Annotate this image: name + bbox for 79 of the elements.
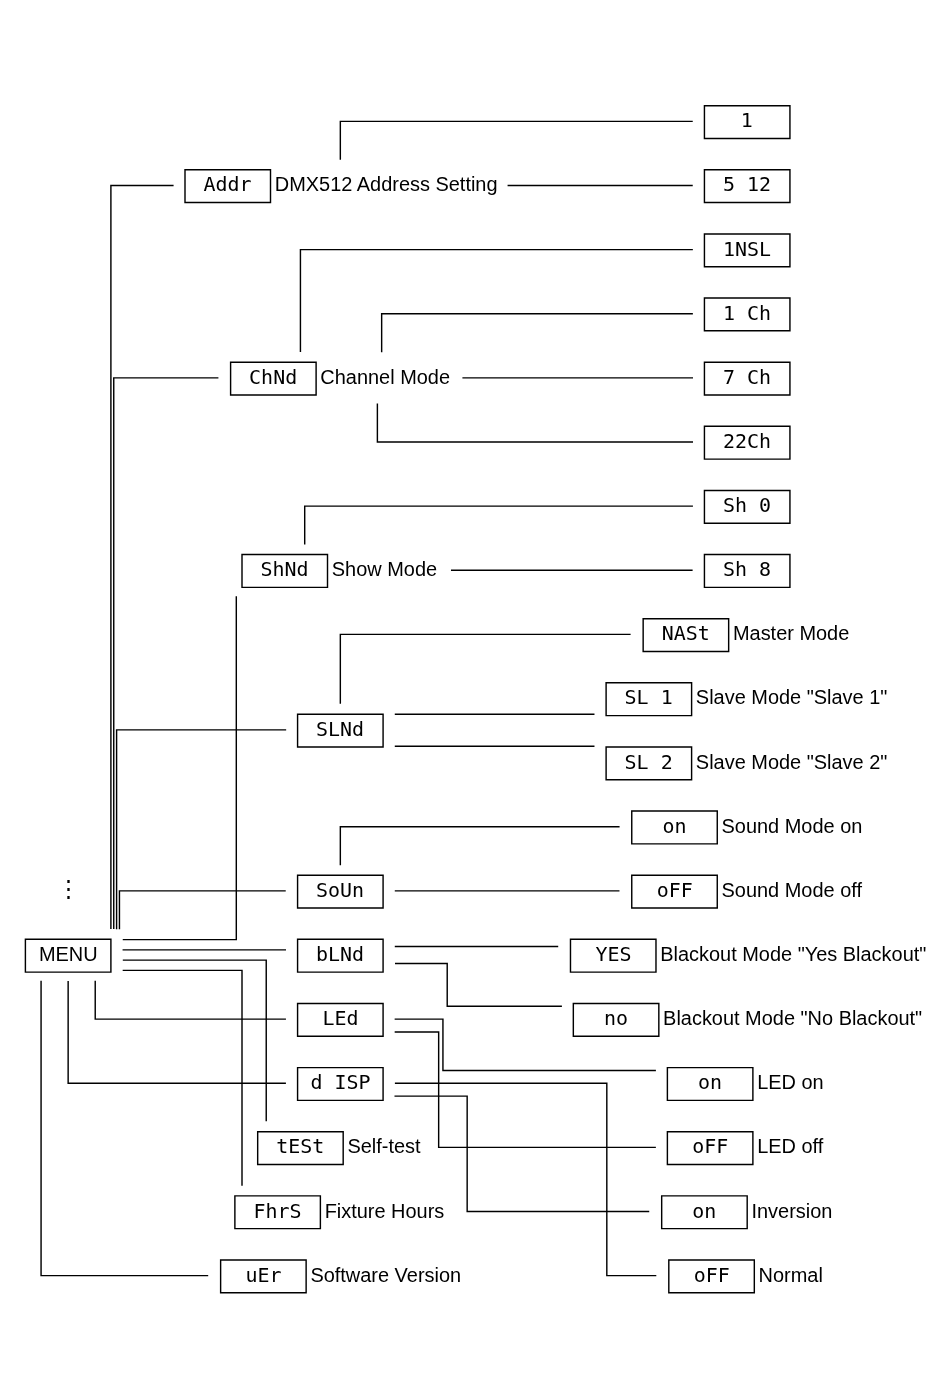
node-box: tESt xyxy=(256,1131,344,1166)
node-label: Slave Mode "Slave 2" xyxy=(695,750,888,773)
node-label: Show Mode xyxy=(331,558,438,581)
label: ⋮ xyxy=(56,875,80,902)
node-box: on xyxy=(631,810,718,845)
connector xyxy=(394,713,596,715)
connector xyxy=(450,569,694,571)
node-label: Channel Mode xyxy=(320,365,451,388)
node-box: MENU xyxy=(24,938,112,973)
node-box: Sh 8 xyxy=(703,553,791,589)
connector xyxy=(122,959,267,1123)
node-box: SLNd xyxy=(296,713,384,748)
node-box: 22Ch xyxy=(703,425,791,460)
connector xyxy=(121,969,243,1187)
connector xyxy=(394,745,596,747)
node-box: 1NSL xyxy=(703,233,791,268)
node-label: Blackout Mode "No Blackout" xyxy=(663,1007,923,1030)
node-box: NASt xyxy=(642,618,730,653)
node-box: on xyxy=(660,1195,748,1230)
node-label: Slave Mode "Slave 1" xyxy=(695,686,888,709)
node-box: oFF xyxy=(666,1131,754,1166)
connector xyxy=(113,377,220,930)
connector xyxy=(376,402,694,443)
node-label: Sound Mode on xyxy=(721,814,863,837)
connector xyxy=(394,890,621,892)
connector xyxy=(394,945,559,948)
connector xyxy=(94,980,287,1020)
connector xyxy=(40,980,209,1277)
node-box: ChNd xyxy=(229,361,317,396)
connector xyxy=(393,1018,657,1072)
connector xyxy=(115,729,287,930)
node-box: SL 1 xyxy=(605,682,693,717)
node-box: 1 Ch xyxy=(703,297,791,332)
node-box: ShNd xyxy=(241,553,329,589)
node-box: 5 12 xyxy=(703,169,791,204)
connector xyxy=(393,1031,657,1149)
connector xyxy=(110,184,175,930)
node-label: Self-test xyxy=(347,1135,421,1158)
connector xyxy=(299,248,694,353)
node-box: YES xyxy=(569,938,657,973)
node-box: oFF xyxy=(631,874,718,909)
connector xyxy=(380,313,694,353)
node-label: Blackout Mode "Yes Blackout" xyxy=(660,943,927,965)
node-label: DMX512 Address Setting xyxy=(274,173,498,196)
connector xyxy=(304,505,694,546)
node-box: Sh 0 xyxy=(703,489,791,524)
connector xyxy=(394,962,563,1008)
node-box: 7 Ch xyxy=(703,361,791,396)
connector xyxy=(118,890,287,930)
connector xyxy=(67,980,287,1084)
node-box: no xyxy=(572,1002,660,1037)
node-box: uEr xyxy=(219,1259,307,1294)
connector xyxy=(339,633,632,705)
connector xyxy=(394,1082,658,1277)
node-box: SL 2 xyxy=(605,746,693,781)
node-box: LEd xyxy=(296,1002,384,1037)
node-label: Fixture Hours xyxy=(324,1199,445,1222)
connector xyxy=(121,949,287,951)
connector xyxy=(461,377,694,379)
connector xyxy=(339,120,694,161)
node-label: LED on xyxy=(757,1071,824,1094)
node-box: d ISP xyxy=(296,1066,384,1102)
node-box: 1 xyxy=(703,104,791,140)
node-box: Addr xyxy=(184,169,272,204)
node-box: bLNd xyxy=(296,938,384,973)
connector xyxy=(339,826,621,866)
node-label: LED off xyxy=(757,1135,824,1158)
connector xyxy=(506,184,694,187)
connector xyxy=(393,1095,650,1213)
node-box: FhrS xyxy=(234,1195,322,1230)
node-box: on xyxy=(666,1066,754,1102)
node-label: Sound Mode off xyxy=(721,878,862,901)
node-label: Master Mode xyxy=(732,622,850,645)
node-label: Normal xyxy=(758,1263,823,1286)
node-label: Inversion xyxy=(751,1199,833,1222)
node-box: oFF xyxy=(668,1259,756,1294)
node-box: SoUn xyxy=(296,874,384,909)
connector xyxy=(122,595,237,941)
node-label: Software Version xyxy=(310,1263,462,1286)
